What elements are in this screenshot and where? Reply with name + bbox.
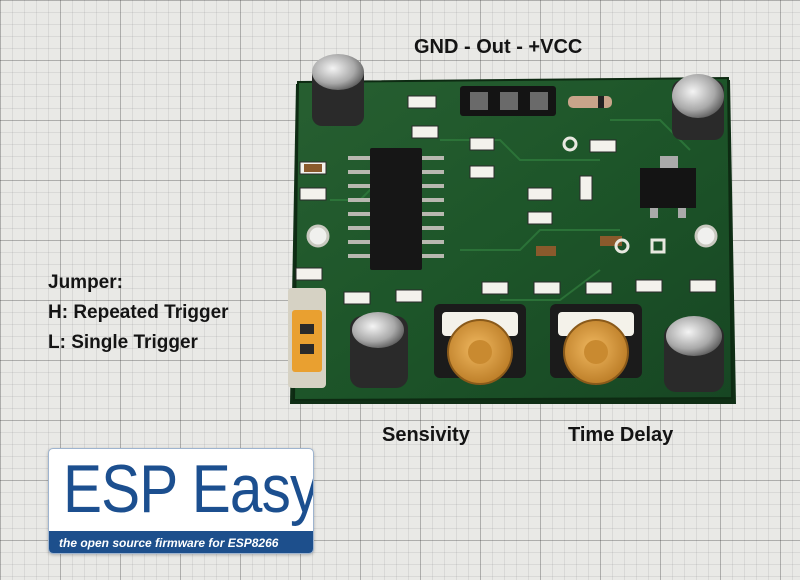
capacitor-top-left bbox=[312, 54, 364, 126]
capacitor-bottom-right bbox=[664, 316, 724, 392]
smd-caps-tan bbox=[304, 164, 622, 256]
sensitivity-label: Sensivity bbox=[382, 424, 470, 446]
jumper-high-label: H: Repeated Trigger bbox=[48, 302, 229, 323]
ic-chip bbox=[348, 148, 444, 270]
logo-subtitle: the open source firmware for ESP8266 bbox=[59, 536, 279, 550]
capacitor-bottom-left bbox=[350, 312, 408, 388]
jumper-legend: Jumper: H: Repeated Trigger L: Single Tr… bbox=[48, 268, 229, 358]
logo-band bbox=[49, 531, 313, 553]
logo-title: ESP Easy bbox=[63, 451, 314, 527]
capacitor-top-right bbox=[672, 74, 724, 140]
trigger-jumper bbox=[288, 288, 326, 388]
potentiometer-sensitivity bbox=[434, 304, 526, 385]
test-pads bbox=[562, 136, 666, 254]
jumper-low-label: L: Single Trigger bbox=[48, 332, 198, 353]
jumper-title: Jumper: bbox=[48, 272, 123, 293]
header-pins bbox=[460, 86, 556, 116]
potentiometer-time-delay bbox=[550, 304, 642, 385]
esp-easy-logo: ESP Easy the open source firmware for ES… bbox=[48, 448, 314, 554]
time-delay-label: Time Delay bbox=[568, 424, 674, 446]
pin-label: GND - Out - +VCC bbox=[414, 36, 583, 58]
diode bbox=[568, 96, 612, 108]
voltage-regulator bbox=[640, 156, 696, 218]
